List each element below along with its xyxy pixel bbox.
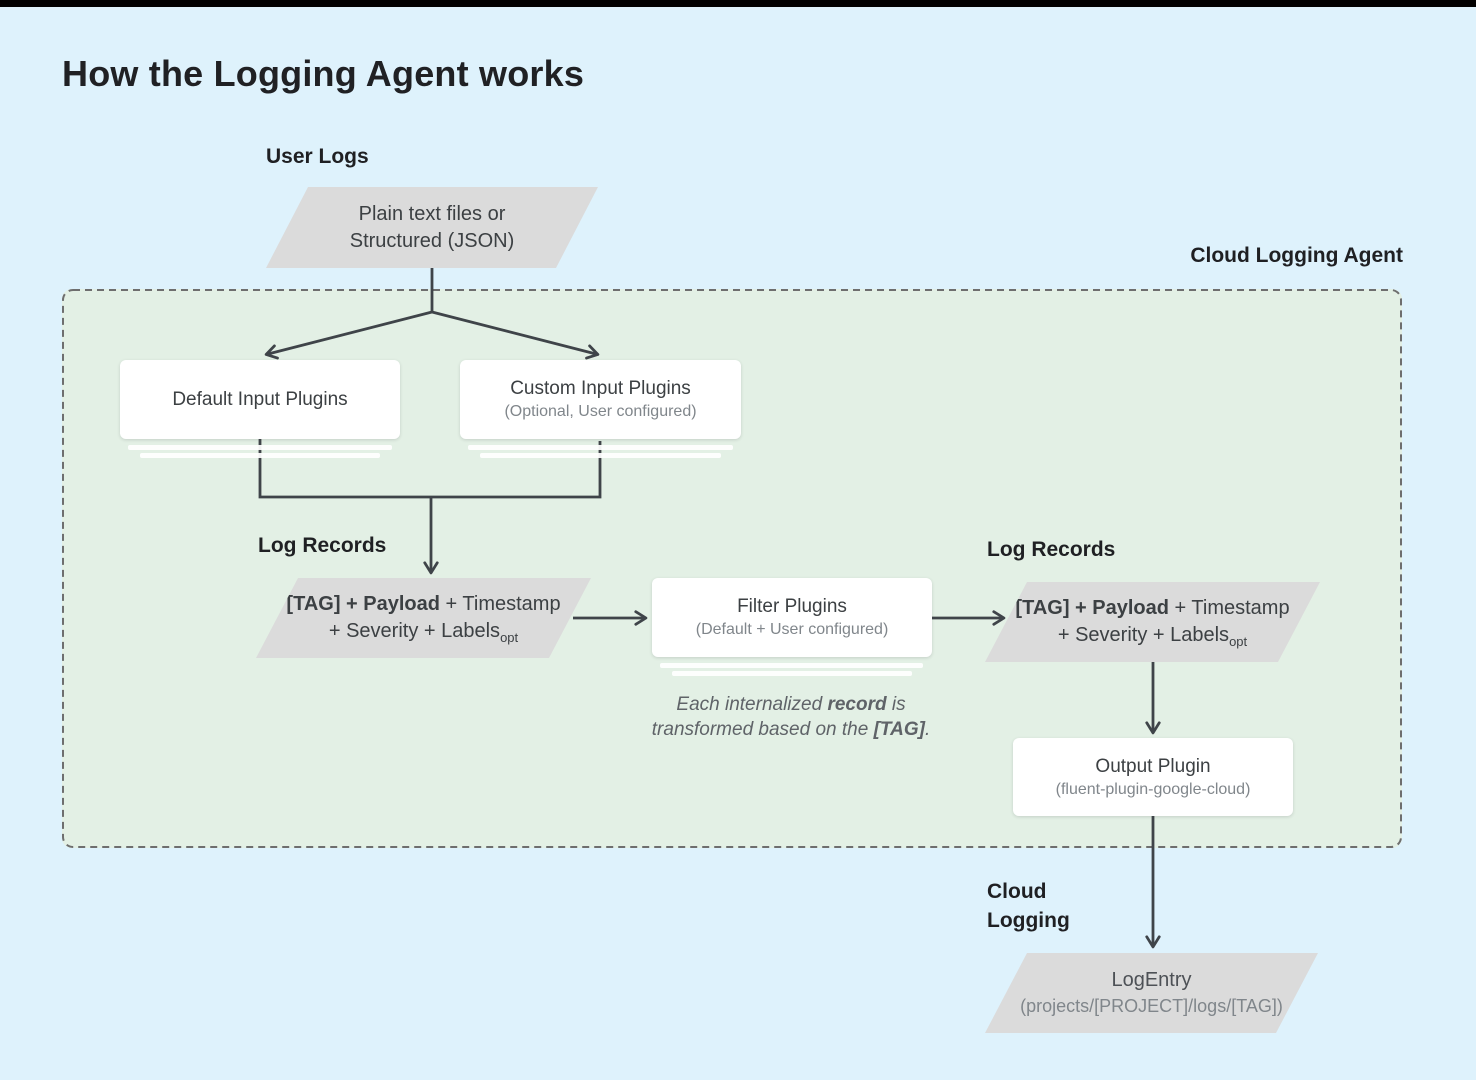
node-output-plugin: Output Plugin (fluent-plugin-google-clou… — [1013, 738, 1293, 816]
subscript-opt: opt — [500, 629, 519, 645]
node-filter-plugins: Filter Plugins (Default + User configure… — [652, 578, 932, 657]
node-title: Default Input Plugins — [172, 389, 348, 410]
stacked-pages-decoration — [672, 671, 912, 676]
node-title: Custom Input Plugins — [510, 378, 691, 399]
node-subtitle: (Optional, User configured) — [504, 403, 697, 420]
node-log-entry: LogEntry (projects/[PROJECT]/logs/[TAG]) — [985, 953, 1318, 1033]
node-text: Structured (JSON) — [349, 229, 515, 252]
stacked-pages-decoration — [480, 453, 721, 458]
node-subtitle: (fluent-plugin-google-cloud) — [1055, 780, 1251, 798]
label-log-records-left: Log Records — [258, 534, 387, 557]
node-log-record-left: [TAG] + Payload + Timestamp + Severity +… — [256, 578, 591, 658]
node-text: + Severity + Labelsopt — [328, 619, 519, 645]
node-default-input-plugins: Default Input Plugins — [120, 360, 400, 439]
top-black-bar — [0, 0, 1476, 7]
stacked-pages-decoration — [128, 445, 392, 450]
node-title: Output Plugin — [1095, 755, 1211, 777]
label-user-logs: User Logs — [266, 145, 369, 168]
node-text: + Severity + Labelsopt — [1057, 623, 1248, 649]
node-text: [TAG] + Payload + Timestamp — [1015, 596, 1290, 619]
node-subtitle: (projects/[PROJECT]/logs/[TAG]) — [1020, 996, 1283, 1016]
stacked-pages-decoration — [140, 453, 380, 458]
page-title: How the Logging Agent works — [62, 53, 585, 94]
stacked-pages-decoration — [660, 663, 923, 668]
filter-caption: Each internalized record is transformed … — [651, 694, 931, 740]
subscript-opt: opt — [1229, 633, 1248, 649]
node-log-record-right: [TAG] + Payload + Timestamp + Severity +… — [985, 582, 1320, 662]
node-text: [TAG] + Payload + Timestamp — [286, 592, 561, 615]
node-title: Filter Plugins — [737, 596, 847, 617]
stacked-pages-decoration — [468, 445, 733, 450]
node-subtitle: (Default + User configured) — [695, 621, 889, 638]
node-title: LogEntry — [1111, 969, 1192, 991]
label-cloud-logging-agent: Cloud Logging Agent — [1190, 244, 1403, 267]
node-text: Plain text files or — [358, 202, 506, 225]
node-user-logs-input: Plain text files or Structured (JSON) — [266, 187, 598, 268]
label-log-records-right: Log Records — [987, 538, 1116, 561]
node-custom-input-plugins: Custom Input Plugins (Optional, User con… — [460, 360, 741, 439]
